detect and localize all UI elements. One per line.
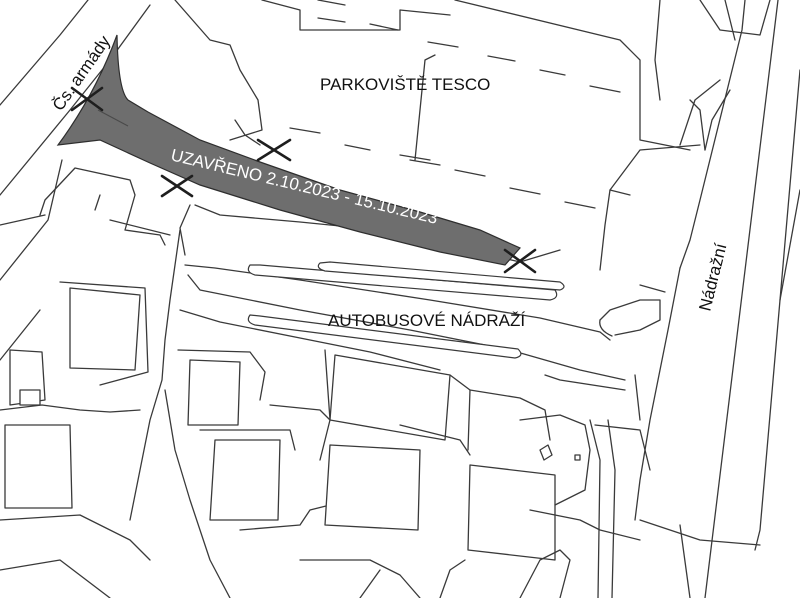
road-cs-armady	[0, 0, 151, 361]
station-buildings	[329, 354, 651, 598]
closure-mark-west	[160, 174, 194, 198]
closure-mark-cs-armady	[70, 86, 104, 112]
central-buildings	[177, 349, 421, 598]
closure-mark-tesco-entrance	[256, 138, 292, 162]
closure-mark-east	[503, 248, 537, 274]
street-label-nadrazni: Nádražní	[695, 241, 730, 313]
road-nadrazni	[634, 0, 800, 598]
bus-station-area	[179, 204, 661, 421]
parking-tesco-area	[174, 0, 771, 271]
closed-road-area	[56, 34, 521, 266]
label-bus-station: AUTOBUSOVÉ NÁDRAŽÍ	[328, 311, 525, 330]
label-parking-tesco: PARKOVIŠTĚ TESCO	[320, 75, 490, 94]
left-buildings	[0, 167, 231, 598]
parking-stalls	[289, 0, 666, 293]
